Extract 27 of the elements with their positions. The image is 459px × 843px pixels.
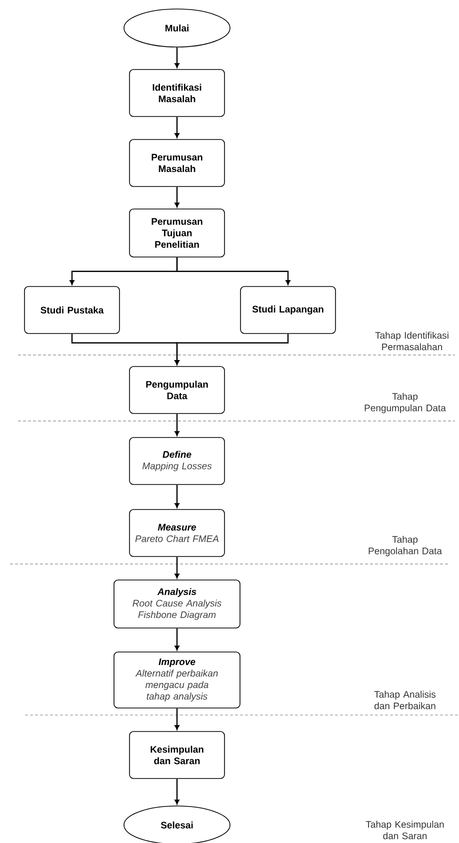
stage-label: Tahap Identifikasi Permasalahan	[375, 332, 448, 350]
arrow	[174, 708, 180, 730]
arrow	[174, 778, 180, 804]
process-box: Studi Pustaka	[24, 286, 120, 334]
process-box: Identifikasi Masalah	[129, 69, 225, 117]
arrow	[174, 186, 180, 208]
process-box: Perumusan Masalah	[129, 139, 225, 187]
process-box: Kesimpulan dan Saran	[129, 731, 225, 779]
arrow	[174, 47, 180, 68]
arrow	[174, 484, 180, 508]
arrow	[174, 116, 180, 138]
stage-label: Tahap Pengumpulan Data	[364, 392, 446, 414]
process-box: Measure Pareto Chart FMEA	[129, 509, 225, 557]
process-box: Define Mapping Losses	[129, 437, 225, 485]
arrow	[174, 556, 180, 578]
process-box: Pengumpulan Data	[129, 366, 225, 414]
arrow	[174, 628, 180, 650]
arrow	[174, 414, 180, 436]
arrow	[174, 334, 289, 365]
stage-label: Tahap Kesimpulan dan Saran	[366, 820, 444, 840]
process-box: Studi Lapangan	[240, 286, 336, 334]
process-box: Perumusan Tujuan Penelitian	[129, 208, 225, 258]
process-box: Analysis Root Cause Analysis Fishbone Diagram	[114, 580, 240, 628]
process-box: Improve Alternatif perbaikan mengacu pada tahap analysis	[114, 652, 240, 708]
stage-label: Tahap Pengolahan Data	[368, 536, 442, 556]
arrow	[176, 257, 290, 285]
stage-label: Tahap Analisis dan Perbaikan	[374, 690, 436, 710]
